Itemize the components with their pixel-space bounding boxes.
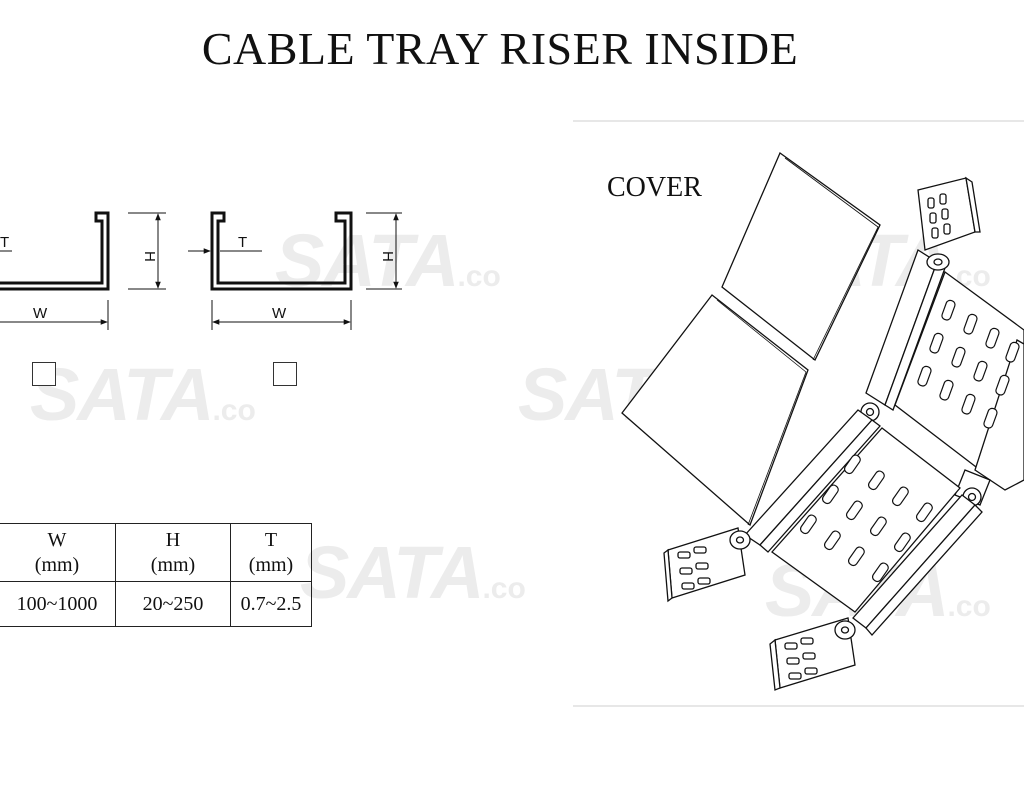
spec-table: W (mm) H (mm) T (mm) 100~1000 20~250 0.7…	[0, 523, 312, 627]
riser-lower-section	[744, 409, 983, 636]
spec-value-h: 20~250	[115, 581, 231, 627]
cover-plate-lower	[621, 294, 809, 527]
dim-h-label: H	[141, 251, 158, 262]
dim-t-label: T	[238, 234, 247, 251]
page-title: CABLE TRAY RISER INSIDE	[201, 23, 799, 74]
connector-plate-bottom	[769, 617, 856, 691]
profile-left: H T W	[0, 211, 166, 330]
dim-w-label: W	[33, 305, 48, 322]
connector-plate-top	[917, 176, 981, 271]
spec-table-header-row: W (mm) H (mm) T (mm)	[0, 523, 312, 582]
connector-plate-left	[663, 527, 751, 603]
cover-plate-upper	[721, 152, 881, 362]
spec-header-w: W (mm)	[0, 523, 116, 582]
riser-lower-slots	[799, 454, 933, 583]
spec-header-h: H (mm)	[115, 523, 231, 582]
spec-value-w: 100~1000	[0, 581, 116, 627]
dim-h-label: H	[379, 251, 396, 262]
dim-w-label: W	[272, 305, 287, 322]
profile-right: H T W	[188, 211, 402, 330]
profile-left-checkbox[interactable]	[32, 362, 56, 386]
dim-t-label: T	[0, 234, 9, 251]
riser-upper-slots	[917, 299, 1020, 429]
cover-label: COVER	[607, 172, 702, 203]
spec-header-t: T (mm)	[230, 523, 312, 582]
spec-table-value-row: 100~1000 20~250 0.7~2.5	[0, 581, 312, 627]
spec-value-t: 0.7~2.5	[230, 581, 312, 627]
profile-right-checkbox[interactable]	[273, 362, 297, 386]
